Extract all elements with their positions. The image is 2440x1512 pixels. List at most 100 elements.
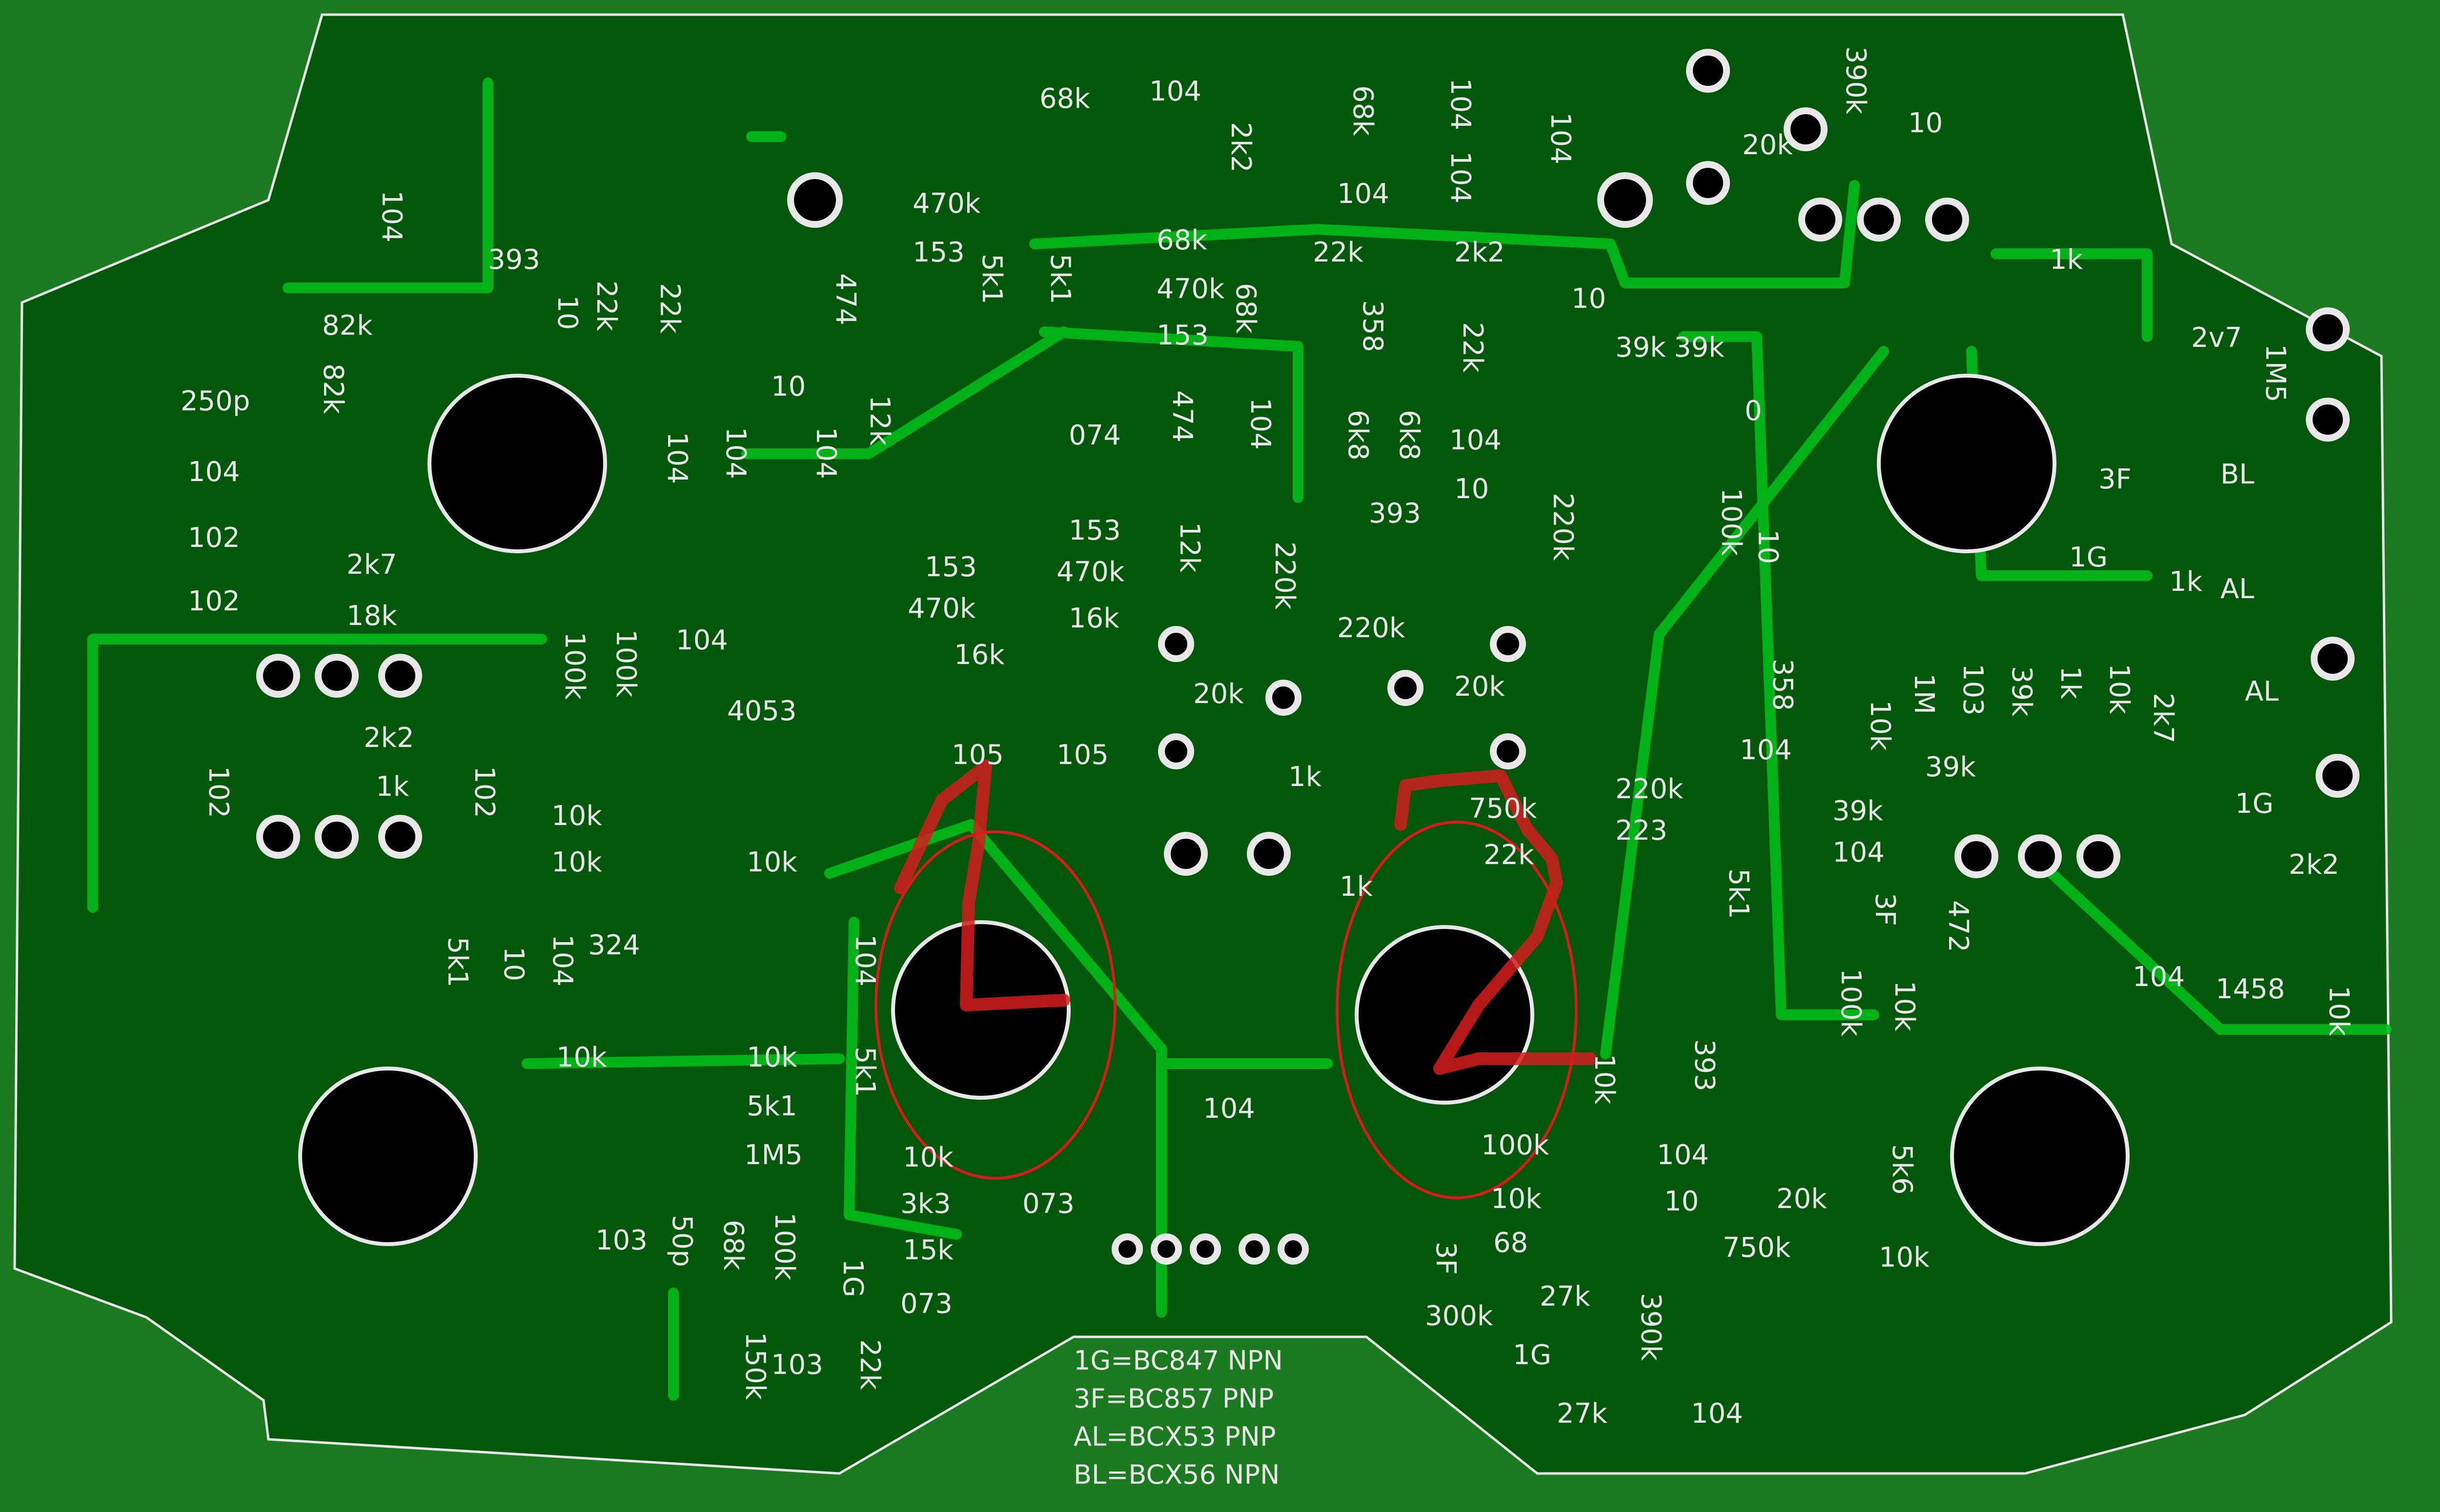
mounting-holes — [298, 374, 2130, 1246]
component-label-c119: 104 — [2133, 961, 2185, 993]
component-label-c153: 073 — [900, 1288, 953, 1320]
component-label-c105: 10k — [551, 847, 602, 878]
component-label-c26: 5k1 — [1044, 254, 1076, 304]
mounting-hole — [1877, 374, 2056, 553]
component-label-c79: 20k — [1454, 671, 1505, 703]
legend-line: 3F=BC857 PNP — [1074, 1383, 1274, 1414]
component-label-c125: 10k — [747, 1042, 797, 1073]
component-label-c147: 10k — [1879, 1242, 1930, 1273]
component-label-c70: 470k — [908, 593, 976, 625]
component-label-c157: 103 — [771, 1349, 823, 1381]
component-label-c76: 100k — [610, 629, 642, 698]
component-label-c152: 390k — [1635, 1293, 1667, 1361]
component-label-c11: 470k — [913, 188, 981, 220]
component-label-c78: 20k — [1193, 678, 1244, 710]
transistor-legend: 1G=BC847 NPN 3F=BC857 PNP AL=BCX53 PNP B… — [1074, 1342, 1283, 1494]
component-label-c45: 104 — [1449, 424, 1502, 456]
legend-line: AL=BCX53 PNP — [1074, 1421, 1276, 1452]
component-label-c17: 22k — [1313, 237, 1363, 268]
component-label-c27: 470k — [1157, 273, 1225, 305]
component-label-c104: 10k — [551, 800, 602, 832]
component-label-c89: 105 — [952, 739, 1004, 771]
annotation-stroke-1 — [894, 760, 1070, 1011]
component-label-c18: 2k2 — [1454, 237, 1505, 268]
component-label-c124: 10k — [556, 1042, 607, 1073]
component-label-c49: 104 — [720, 427, 752, 479]
component-label-c132: 104 — [1657, 1139, 1709, 1171]
component-label-c71: 470k — [1057, 556, 1125, 588]
component-label-c6: 390k — [1840, 46, 1871, 115]
component-label-c99: 220k — [1615, 773, 1684, 805]
component-label-c145: 68 — [1493, 1227, 1528, 1259]
component-label-c4: 104 — [1444, 78, 1476, 130]
component-label-c3: 68k — [1347, 85, 1379, 136]
component-label-c54: 220k — [1547, 493, 1579, 561]
component-label-c51: 12k — [864, 395, 895, 446]
component-label-c137: 10 — [1664, 1186, 1699, 1217]
component-label-c82: 103 — [1957, 664, 1989, 716]
component-label-c50: 104 — [810, 427, 842, 479]
component-label-c14: 104 — [1337, 178, 1389, 210]
through-hole-pads — [256, 49, 2359, 1265]
component-label-c68: 102 — [188, 585, 240, 617]
component-label-c25: 5k1 — [976, 254, 1008, 304]
component-label-c2: 104 — [1149, 76, 1201, 107]
component-label-c88: 4053 — [727, 695, 797, 727]
hand-drawn-annotations — [874, 760, 1597, 1199]
component-label-c87: 2k2 — [364, 722, 414, 754]
component-label-c13: 2k2 — [1225, 122, 1257, 173]
component-label-c72: 16k — [1069, 603, 1119, 634]
component-label-c73: 220k — [1337, 612, 1405, 644]
component-label-c81: 1M — [1908, 673, 1940, 714]
component-label-c134: 10k — [903, 1142, 954, 1173]
component-label-c65: 1G — [2069, 542, 2108, 573]
annotation-circle-2 — [1336, 821, 1578, 1199]
component-label-c141: 68k — [717, 1220, 749, 1270]
component-label-c83: 39k — [2006, 666, 2037, 717]
component-label-c48: 104 — [661, 432, 693, 484]
component-label-c144: 073 — [1022, 1188, 1075, 1220]
component-label-c100: 750k — [1469, 793, 1537, 825]
component-label-c92: 10k — [1864, 700, 1896, 751]
component-label-c129: 5k1 — [747, 1090, 797, 1122]
component-label-c139: 103 — [595, 1225, 648, 1256]
component-label-c30: 358 — [1357, 300, 1388, 352]
component-label-c12: 153 — [913, 237, 965, 268]
component-label-c20: 82k — [322, 310, 373, 342]
component-label-c114: 324 — [588, 929, 640, 961]
component-label-c19: 1k — [2050, 244, 2083, 276]
component-label-c8: 20k — [1742, 129, 1793, 161]
component-label-c59: 2k7 — [346, 549, 397, 581]
component-label-c74: 104 — [676, 625, 728, 656]
component-label-c52: 10 — [1454, 473, 1489, 505]
component-label-c80: 358 — [1767, 659, 1798, 711]
component-label-c9: 104 — [376, 190, 407, 242]
component-label-c107: 22k — [1484, 839, 1534, 871]
component-label-c91: 1k — [1288, 761, 1322, 793]
component-label-c1: 68k — [1039, 83, 1090, 115]
component-label-c62: 12k — [1174, 522, 1205, 573]
mounting-hole — [298, 1067, 478, 1246]
component-label-c43: 6k8 — [1342, 410, 1374, 461]
component-label-c106: 10k — [747, 847, 797, 878]
component-label-c16: 68k — [1157, 224, 1207, 256]
component-label-c94: 39k — [1925, 751, 1976, 783]
component-label-c133: 1M5 — [744, 1139, 803, 1171]
component-label-c56: 3F — [2098, 464, 2132, 495]
component-label-c64: 10 — [1752, 529, 1784, 564]
component-label-c131: 100k — [1481, 1129, 1549, 1161]
component-label-c148: 15k — [903, 1234, 954, 1266]
component-label-c90: 105 — [1057, 739, 1109, 771]
component-label-c110: 1k — [1340, 871, 1373, 903]
component-label-c55: 100k — [1715, 488, 1747, 556]
component-label-c159: 27k — [1557, 1398, 1607, 1430]
component-label-c77: 16k — [954, 639, 1005, 671]
component-label-c36: 1M5 — [2259, 344, 2291, 403]
component-label-c160: 104 — [1691, 1398, 1743, 1430]
annotation-stroke-2 — [1394, 769, 1597, 1075]
component-label-c135: 5k6 — [1886, 1144, 1918, 1195]
component-label-c42: 104 — [1244, 398, 1276, 450]
component-label-c63: 220k — [1269, 542, 1301, 610]
component-label-c7: 10 — [1908, 107, 1943, 139]
